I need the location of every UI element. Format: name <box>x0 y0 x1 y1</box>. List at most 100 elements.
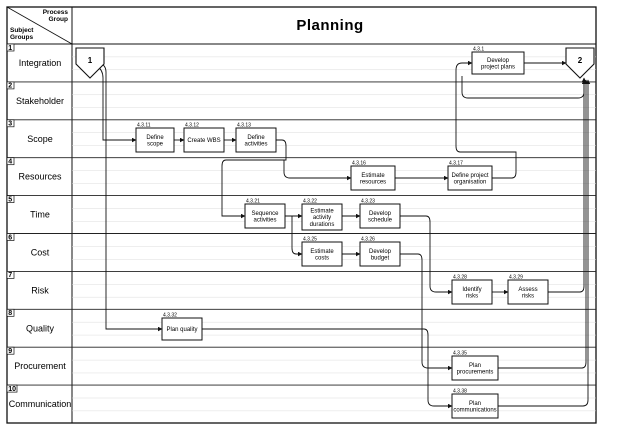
process-label: Create WBS <box>187 138 220 144</box>
process-box <box>183 127 225 153</box>
flow-arrow <box>455 60 517 179</box>
process-id: 4.3.25 <box>303 237 317 243</box>
process-label: Plan quality <box>166 327 197 333</box>
lane-number: 7 <box>8 272 12 279</box>
flow-arrow <box>283 160 352 181</box>
process-box <box>359 203 401 229</box>
process-id: 4.3.35 <box>453 351 467 357</box>
offpage-connector-shape <box>565 47 595 79</box>
lane-number: 8 <box>8 310 12 317</box>
process-box <box>447 165 493 191</box>
process-box <box>451 279 493 305</box>
lane-number-box <box>6 157 15 166</box>
process-box <box>301 241 343 267</box>
process-box <box>451 355 499 381</box>
lane-number-box <box>6 233 15 241</box>
process-box <box>359 241 401 267</box>
flow-arrow <box>548 77 587 293</box>
flow-arrow <box>498 79 591 407</box>
process-id: 4.3.13 <box>237 123 251 129</box>
lane-label: Time <box>30 210 50 220</box>
process-id: 4.3.1 <box>473 47 484 53</box>
lane-number-box <box>6 384 18 393</box>
lane-number-box <box>6 81 15 90</box>
connector-end: 2 <box>565 47 595 79</box>
lane-number-box <box>6 346 15 355</box>
lane-number: 2 <box>8 83 12 90</box>
process-id: 4.3.16 <box>352 161 366 167</box>
process-id: 4.3.23 <box>361 199 375 205</box>
lane-label: Cost <box>31 247 50 257</box>
process-id: 4.3.12 <box>185 123 199 129</box>
process-box <box>350 165 396 191</box>
offpage-connector-shape <box>75 47 105 79</box>
lane-number-box <box>6 43 15 52</box>
flow-arrow <box>461 76 587 99</box>
lane-number-box <box>6 195 15 203</box>
lane-number-box <box>6 308 15 317</box>
process-id: 4.3.17 <box>449 161 463 167</box>
process-id: 4.3.28 <box>453 275 467 281</box>
process-id: 4.3.11 <box>137 123 151 129</box>
process-id: 4.3.21 <box>246 199 260 205</box>
lane-number: 3 <box>8 121 12 128</box>
connector-start: 1 <box>75 47 105 79</box>
process-box <box>135 127 175 153</box>
process-box <box>161 317 203 341</box>
process-box <box>471 51 525 75</box>
lane-number-box <box>6 119 15 128</box>
flow-arrow <box>291 216 303 257</box>
flow-arrow <box>400 253 453 371</box>
lane-number: 6 <box>8 234 12 241</box>
process-box <box>235 127 277 153</box>
lane-number: 5 <box>8 196 12 203</box>
process-box <box>301 203 343 231</box>
flow-arrow <box>498 79 589 369</box>
connector-label: 1 <box>88 56 93 65</box>
process-id: 4.3.29 <box>509 275 523 281</box>
lane-number: 10 <box>8 386 16 393</box>
lane-number: 4 <box>8 159 12 166</box>
lane-label: Communication <box>9 399 72 409</box>
process-id: 4.3.26 <box>361 237 375 243</box>
connector-label: 2 <box>578 56 583 65</box>
lane-label: Stakeholder <box>16 96 64 106</box>
process-id: 4.3.32 <box>163 313 177 319</box>
lane-label: Resources <box>18 172 62 182</box>
process-box <box>507 279 549 305</box>
flow-arrow <box>202 328 453 409</box>
swimlanes: 1Integration2Stakeholder3Scope4Resources… <box>6 7 596 423</box>
